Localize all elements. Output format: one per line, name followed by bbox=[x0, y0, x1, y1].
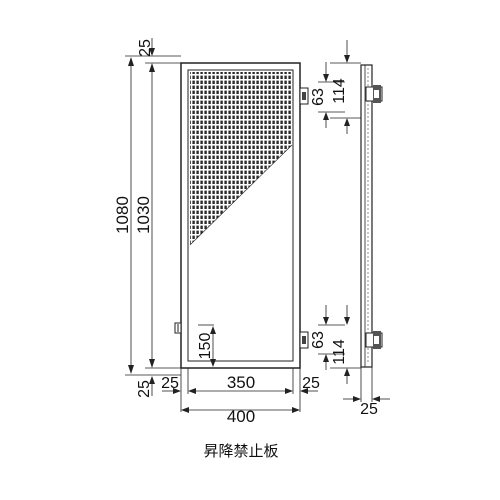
product-caption: 昇降禁止板 bbox=[203, 442, 278, 460]
dim-350: 350 bbox=[227, 373, 255, 392]
dim-400: 400 bbox=[227, 407, 255, 426]
left-dimensions: 25 1080 1030 25 bbox=[113, 38, 181, 398]
inner-frame bbox=[187, 69, 294, 362]
side-bottom-dim-63: 63 bbox=[310, 331, 327, 349]
side-dim-25: 25 bbox=[360, 401, 378, 418]
side-bottom-dimensions: 63 114 bbox=[310, 305, 361, 384]
dim-left-25: 25 bbox=[161, 375, 179, 392]
side-thickness-dimension: 25 bbox=[343, 367, 390, 418]
side-top-dim-114: 114 bbox=[331, 78, 348, 104]
side-panel bbox=[360, 64, 373, 368]
bottom-dimensions: 350 25 25 400 bbox=[161, 368, 320, 426]
outer-frame bbox=[180, 62, 301, 369]
dim-bottom-25: 25 bbox=[136, 380, 153, 398]
side-top-dim-63: 63 bbox=[310, 88, 327, 106]
perforated-area bbox=[190, 72, 292, 245]
dim-right-25: 25 bbox=[302, 375, 320, 392]
dim-top-25: 25 bbox=[137, 39, 154, 57]
front-view bbox=[174, 62, 301, 369]
side-top-dimensions: 114 63 bbox=[310, 40, 361, 134]
side-bottom-dim-114: 114 bbox=[331, 339, 348, 365]
side-view bbox=[299, 64, 383, 368]
dim-150: 150 bbox=[197, 333, 214, 360]
perforation-diagonal-edge bbox=[189, 144, 293, 246]
dim-1030: 1030 bbox=[134, 196, 153, 234]
dim-1080: 1080 bbox=[113, 196, 132, 234]
bracket-dimension: 150 bbox=[197, 324, 216, 367]
